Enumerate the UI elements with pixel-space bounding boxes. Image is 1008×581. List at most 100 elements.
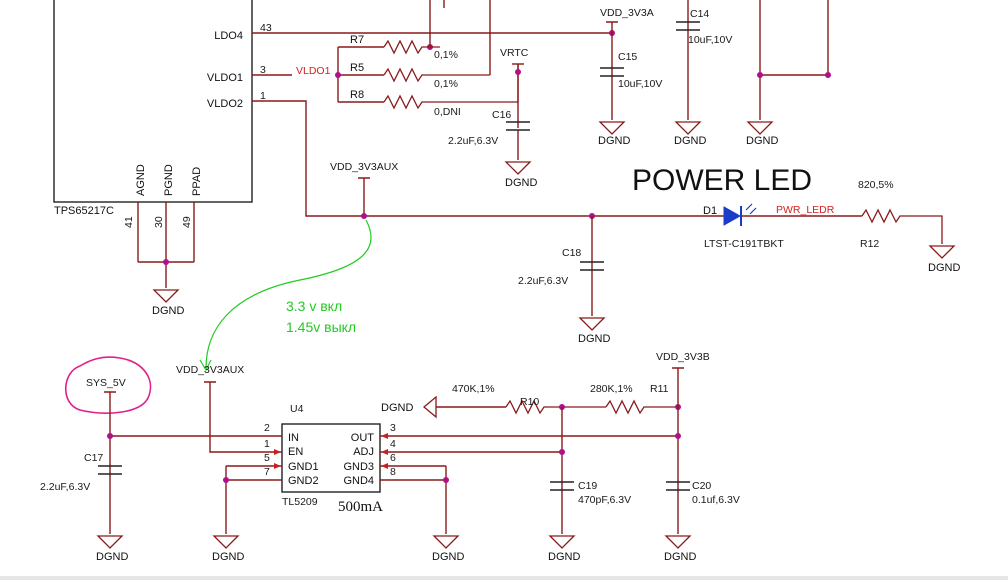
dgnd-label: DGND [578, 333, 610, 345]
c19-value: 470pF,6.3V [578, 494, 631, 506]
wire-right-top [759, 0, 829, 120]
wire-vdd-3v3b [672, 367, 684, 534]
pin-agnd-num: 41 [123, 216, 135, 228]
pin-adj-name: ADJ [353, 446, 374, 458]
pin-en-name: EN [288, 446, 303, 458]
dgnd-label: DGND [928, 262, 960, 274]
u4-rating: 500mA [338, 499, 383, 515]
pin-gnd4-num: 8 [390, 466, 396, 478]
capacitor-c14 [676, 21, 700, 31]
r12-value: 820,5% [858, 179, 894, 191]
pin-gnd1-name: GND1 [288, 461, 319, 473]
r7-value: 0,1% [434, 49, 458, 61]
dgnd-label: DGND [505, 177, 537, 189]
pin-gnd1-num: 5 [264, 452, 270, 464]
dgnd-label: DGND [598, 135, 630, 147]
dgnd-label: DGND [96, 551, 128, 563]
chip-gnd-pins-wire [137, 202, 195, 288]
c16-ref: C16 [492, 109, 511, 121]
dgnd-label: DGND [746, 135, 778, 147]
chip-tps65217c-body [53, 0, 253, 203]
capacitor-c20 [666, 481, 690, 491]
pin-agnd-name: AGND [135, 164, 147, 196]
net-label-vdd-3v3b: VDD_3V3B [656, 351, 710, 363]
ground-symbol [433, 535, 459, 549]
pin-ppad-num: 49 [181, 216, 193, 228]
c18-ref: C18 [562, 247, 581, 259]
junction-dot [559, 449, 565, 455]
c19-ref: C19 [578, 480, 597, 492]
c17-value: 2.2uF,6.3V [40, 481, 90, 493]
annotation-line2: 1.45v выкл [286, 319, 356, 335]
capacitor-c18 [580, 261, 604, 271]
resistor-r12 [861, 208, 943, 244]
ground-symbol [153, 289, 179, 303]
net-label-vdd-3v3aux-top: VDD_3V3AUX [330, 161, 398, 173]
ground-symbol [549, 535, 575, 549]
highlight-circle [65, 356, 152, 414]
pin-gnd3-name: GND3 [343, 461, 374, 473]
r12-ref: R12 [860, 238, 879, 250]
pin-in-num: 2 [264, 422, 270, 434]
pin-out-name: OUT [351, 432, 375, 444]
r10-value: 470K,1% [452, 383, 495, 395]
r8-value: 0,DNI [434, 106, 461, 118]
dgnd-label: DGND [381, 402, 413, 414]
ground-symbol [675, 121, 701, 135]
resistor-r11 [605, 399, 678, 415]
c14-value: 10uF,10V [688, 34, 732, 46]
pin-pgnd-name: PGND [163, 164, 175, 196]
c14-ref: C14 [690, 8, 709, 20]
ground-symbol-left [422, 395, 437, 419]
pin-out-num: 3 [390, 422, 396, 434]
wire-vdd-3v3a [606, 21, 618, 120]
junction-dot [107, 433, 113, 439]
power-led-heading: POWER LED [632, 164, 812, 197]
wire-gnd-left [225, 465, 282, 534]
capacitor-c19 [550, 481, 574, 491]
c20-ref: C20 [692, 480, 711, 492]
r11-value: 280K,1% [590, 383, 633, 395]
ground-symbol [599, 121, 625, 135]
dgnd-label: DGND [152, 305, 184, 317]
chip-tps65217c-part: TPS65217C [54, 205, 114, 217]
junction-dot [675, 433, 681, 439]
c16-value: 2.2uF,6.3V [448, 135, 498, 147]
wire-vldo2 [252, 100, 710, 217]
capacitor-c17 [98, 465, 122, 475]
pin-gnd4-name: GND4 [343, 475, 374, 487]
net-label-vdd-3v3aux-bottom: VDD_3V3AUX [176, 364, 244, 376]
net-label-vldo1: VLDO1 [296, 65, 331, 77]
pin-gnd2-num: 7 [264, 466, 270, 478]
wire-vdd-3v3aux-stub [358, 177, 370, 216]
u4-ref: U4 [290, 403, 304, 415]
junction-dot [163, 259, 169, 265]
net-label-pwr-ledr: PWR_LEDR [776, 204, 835, 216]
annotation-arrow [205, 219, 372, 369]
annotation-arrow-head [199, 359, 212, 372]
u4-part: TL5209 [282, 496, 318, 508]
junction-dot [515, 69, 521, 75]
chip-tl5209-body [281, 423, 381, 493]
c17-ref: C17 [84, 452, 103, 464]
wire-en [204, 381, 278, 453]
pin-arrows-right [381, 433, 388, 469]
c20-value: 0.1uf,6.3V [692, 494, 740, 506]
pin-pgnd-num: 30 [153, 216, 165, 228]
net-label-vrtc: VRTC [500, 47, 529, 59]
ground-symbol [929, 245, 955, 259]
ground-symbol [579, 317, 605, 331]
pin-vldo1-name: VLDO1 [207, 72, 243, 84]
wire-right-pins [380, 435, 678, 534]
pin-gnd3-num: 6 [390, 452, 396, 464]
dgnd-label: DGND [212, 551, 244, 563]
r10-ref: R10 [520, 396, 539, 408]
resistor-r5 [383, 67, 490, 83]
pin-vldo2-name: VLDO2 [207, 98, 243, 110]
pin-vldo2-num: 1 [260, 90, 266, 102]
dgnd-label: DGND [664, 551, 696, 563]
net-label-vdd-3v3a: VDD_3V3A [600, 7, 654, 19]
junction-dot [757, 72, 763, 78]
r7-ref: R7 [350, 34, 364, 46]
